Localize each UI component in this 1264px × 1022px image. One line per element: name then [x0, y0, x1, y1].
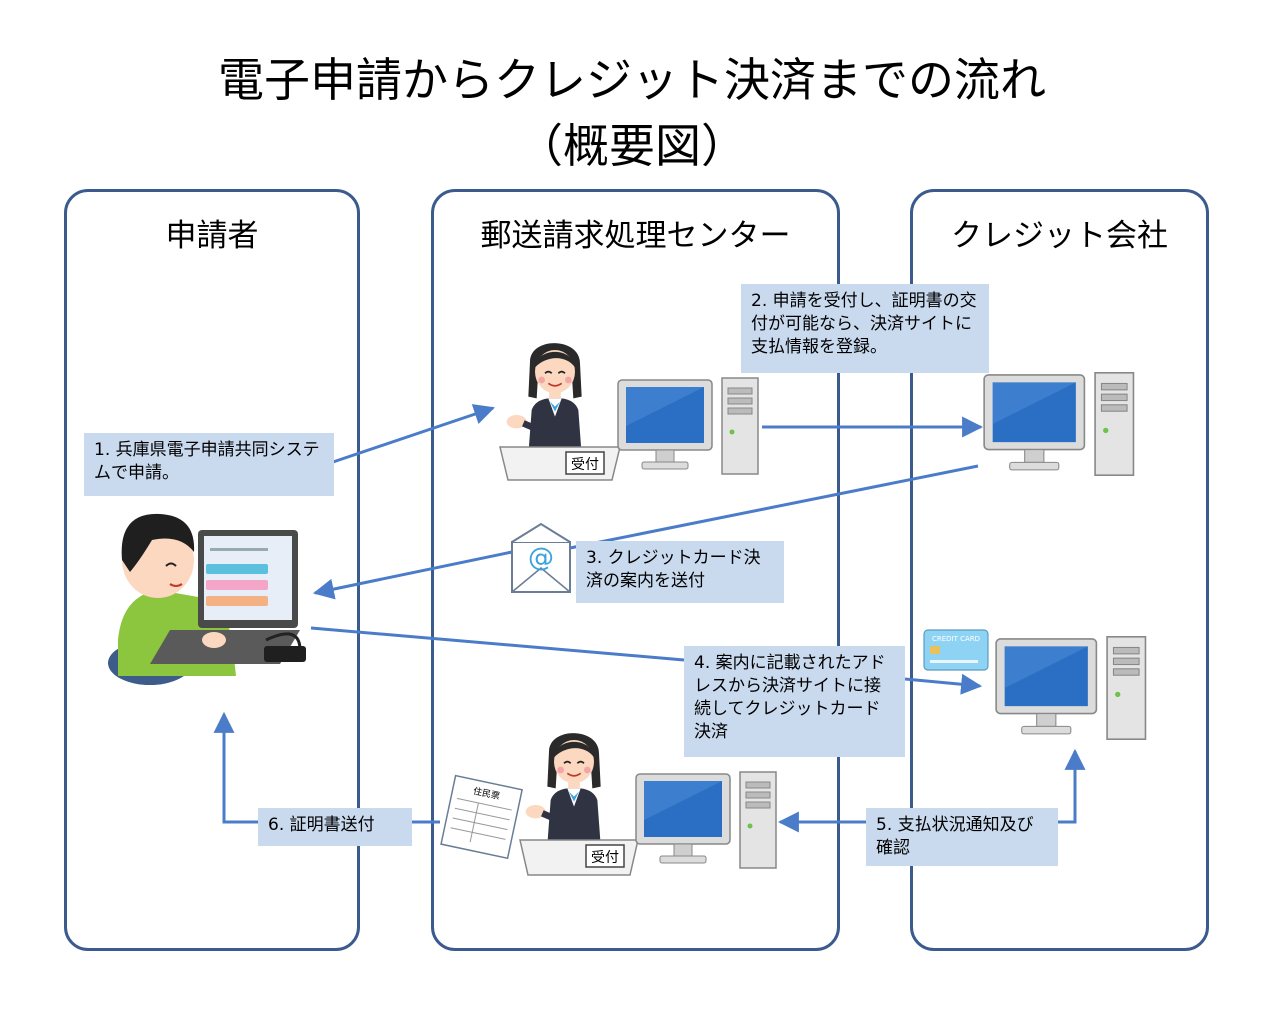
step-6-note: 6. 証明書送付: [258, 808, 412, 846]
step-3-note: 3. クレジットカード決済の案内を送付: [576, 541, 784, 603]
credit-computer-bottom: [995, 635, 1147, 741]
step-5-note: 5. 支払状況通知及び確認: [866, 808, 1058, 866]
arrow-5-confirm: [1058, 748, 1086, 824]
reception-sign-bottom: 受付: [591, 850, 619, 866]
center-computer-top: [617, 377, 759, 475]
arrow-1-apply: [332, 404, 495, 464]
resident-certificate-document: 住民票: [440, 774, 524, 860]
lane-credit-company: クレジット会社: [910, 189, 1209, 951]
step-2-note: 2. 申請を受付し、証明書の交付が可能なら、決済サイトに支払情報を登録。: [741, 284, 989, 373]
center-computer-bottom: [635, 771, 777, 869]
step-4-note: 4. 案内に記載されたアドレスから決済サイトに接続してクレジットカード決済: [684, 646, 905, 757]
step-1-note: 1. 兵庫県電子申請共同システムで申請。: [84, 433, 334, 496]
arrow-4-payment-b: [904, 673, 983, 695]
credit-card-icon: CREDIT CARD: [923, 629, 989, 671]
credit-computer-top: [983, 371, 1135, 477]
lane-credit-company-title: クレジット会社: [951, 218, 1168, 254]
center-clerk-bottom: 受付: [519, 733, 639, 876]
lane-applicant-title: 申請者: [165, 218, 259, 254]
arrow-3-notice-a: [569, 464, 979, 550]
arrow-3-notice-b: [312, 550, 513, 600]
lane-applicant: 申請者: [64, 189, 360, 951]
page-title: 電子申請からクレジット決済までの流れ: [218, 53, 1046, 107]
svg-text:@: @: [528, 543, 554, 573]
email-envelope-icon: @: [511, 522, 571, 593]
center-clerk-top: 受付: [499, 343, 621, 481]
arrow-6-send-b: [213, 711, 258, 824]
reception-sign-top: 受付: [571, 457, 599, 473]
applicant-illustration: [108, 513, 306, 685]
arrow-4-payment: [310, 626, 685, 662]
page-subtitle: （概要図）: [517, 119, 747, 173]
credit-card-caption: CREDIT CARD: [932, 635, 980, 643]
lane-processing-center-title: 郵送請求処理センター: [480, 218, 791, 254]
flow-arrows: [213, 404, 1086, 833]
